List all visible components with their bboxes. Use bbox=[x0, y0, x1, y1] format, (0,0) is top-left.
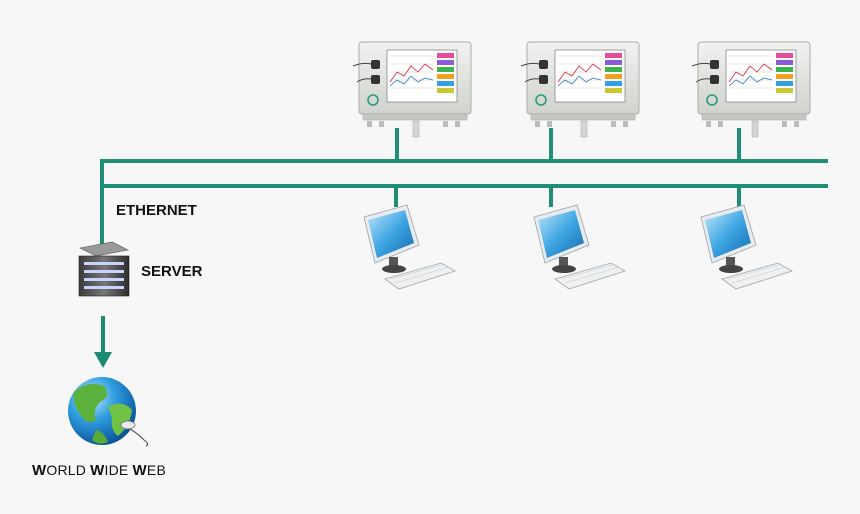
www-cap-2: W bbox=[90, 462, 105, 479]
ethernet-label: ETHERNET bbox=[116, 202, 197, 219]
arrow-down-icon bbox=[94, 316, 112, 368]
www-rest-3: EB bbox=[146, 462, 166, 478]
globe-icon bbox=[68, 377, 149, 447]
www-rest-1: ORLD bbox=[46, 462, 91, 478]
workstation-2-icon bbox=[533, 204, 626, 290]
server-label: SERVER bbox=[141, 263, 203, 280]
server-icon bbox=[78, 241, 130, 297]
www-cap-1: W bbox=[32, 462, 47, 479]
world-wide-web-label: WORLD WIDE WEB bbox=[32, 462, 166, 479]
workstation-1-icon bbox=[363, 204, 456, 290]
data-logger-2-icon bbox=[520, 41, 640, 138]
data-logger-1-icon bbox=[352, 41, 472, 138]
workstation-3-icon bbox=[700, 204, 793, 290]
ethernet-bus bbox=[100, 128, 828, 246]
data-logger-3-icon bbox=[691, 41, 811, 138]
www-cap-3: W bbox=[132, 462, 147, 479]
www-rest-2: IDE bbox=[104, 462, 133, 478]
